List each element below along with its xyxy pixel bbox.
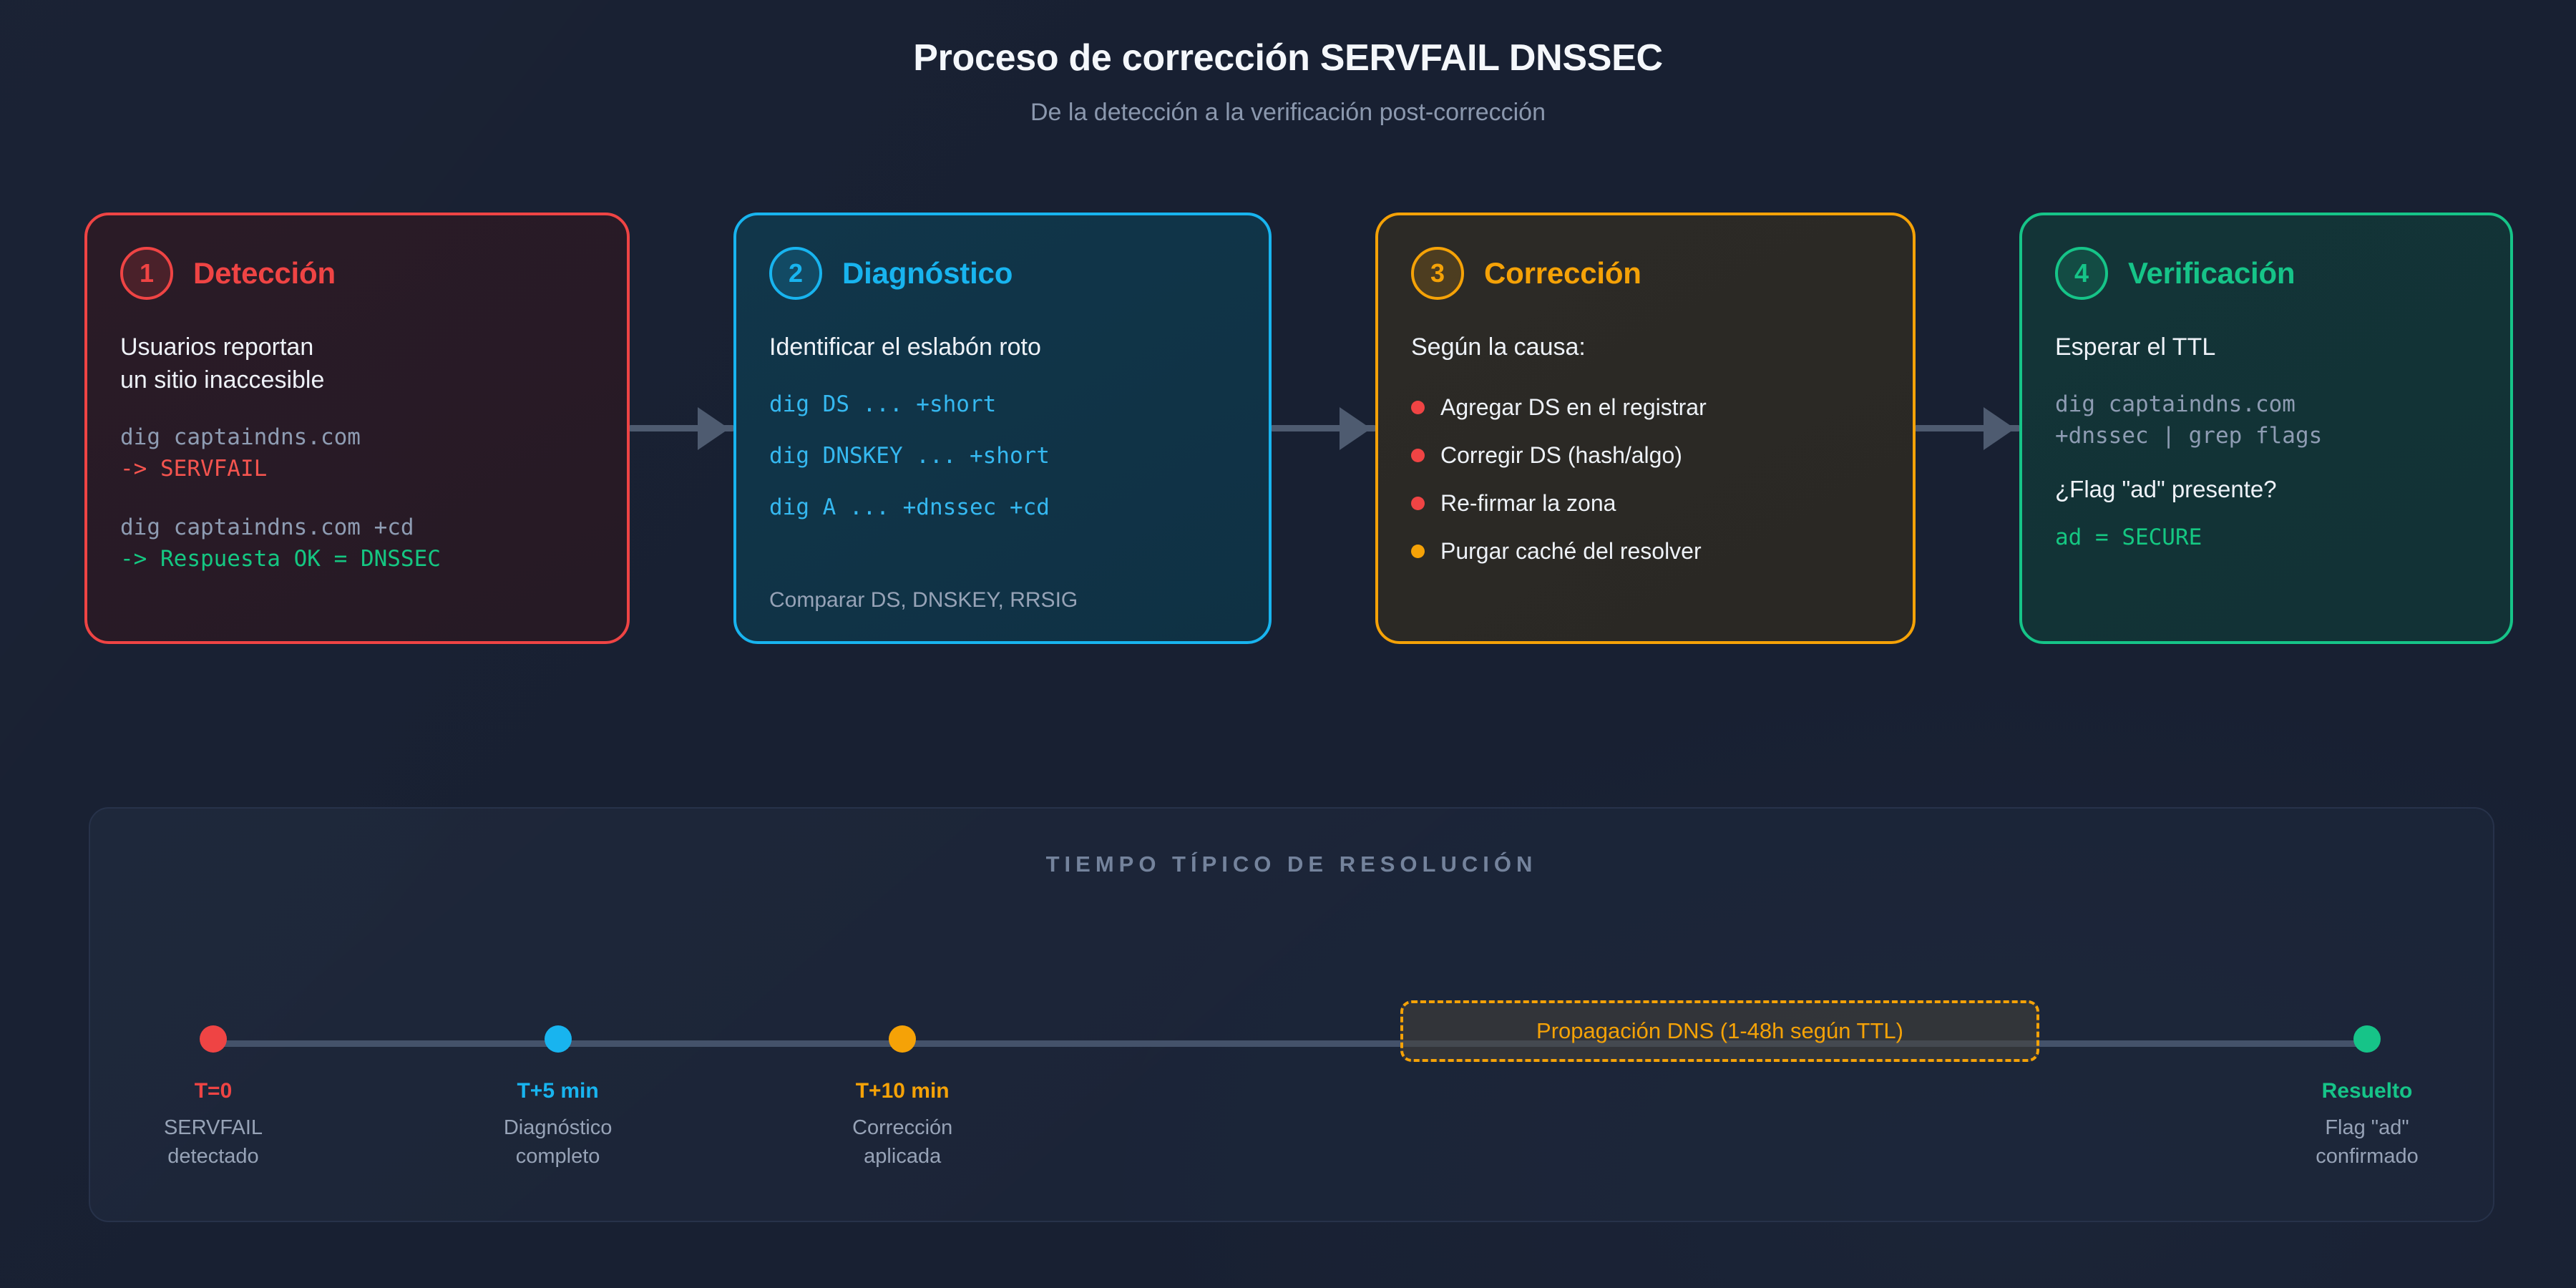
arrow-head-icon bbox=[698, 406, 729, 450]
timeline-node-desc: Diagnóstico completo bbox=[503, 1116, 613, 1169]
timeline-node-label: Resuelto Flag "ad" confirmado bbox=[2238, 1079, 2496, 1171]
step-lead-text: Según la causa: bbox=[1411, 333, 1586, 361]
list-item-label: Re-firmar la zona bbox=[1440, 489, 1616, 516]
step-number-badge: 2 bbox=[769, 247, 822, 300]
remediation-list: Agregar DS en el registrar Corregir DS (… bbox=[1411, 394, 1880, 586]
bullet-dot-icon bbox=[1411, 400, 1425, 414]
step-title: Diagnóstico bbox=[842, 256, 1013, 290]
timeline-track: T=0 SERVFAIL detectado T+5 min Diagnósti… bbox=[164, 1025, 2419, 1168]
arrow-shaft bbox=[1916, 425, 2019, 431]
timeline-node-label: T=0 SERVFAIL detectado bbox=[84, 1079, 342, 1171]
step-title: Detección bbox=[193, 256, 336, 290]
bullet-dot-icon bbox=[1411, 544, 1425, 558]
verification-question: ¿Flag "ad" presente? bbox=[2055, 475, 2277, 502]
process-steps-row: 1 Detección Usuarios reportan un sitio i… bbox=[84, 213, 2513, 644]
step-lead-text: Usuarios reportan un sitio inaccesible bbox=[120, 333, 325, 394]
page-subtitle: De la detección a la verificación post-c… bbox=[1030, 98, 1546, 126]
step-card-header: 4 Verificación bbox=[2055, 247, 2477, 300]
list-item: Purgar caché del resolver bbox=[1411, 538, 1880, 565]
code-line-result: -> Respuesta OK = DNSSEC bbox=[120, 545, 441, 572]
step-title: Corrección bbox=[1484, 256, 1641, 290]
timeline-node-time: T+10 min bbox=[855, 1079, 950, 1103]
timeline-node-desc: Flag "ad" confirmado bbox=[2316, 1116, 2419, 1169]
list-item-label: Corregir DS (hash/algo) bbox=[1440, 441, 1682, 468]
arrow-connector-2-3 bbox=[1272, 406, 1375, 450]
arrow-head-icon bbox=[1340, 406, 1371, 450]
code-line: dig captaindns.com bbox=[120, 424, 361, 450]
code-line: dig captaindns.com +cd bbox=[120, 514, 414, 540]
timeline-node-dot[interactable] bbox=[889, 1025, 917, 1053]
spacer bbox=[769, 420, 1236, 440]
step-lead-text: Identificar el eslabón roto bbox=[769, 333, 1041, 361]
arrow-shaft bbox=[1272, 425, 1375, 431]
step-title: Verificación bbox=[2128, 256, 2296, 290]
step-card-diagnostico[interactable]: 2 Diagnóstico Identificar el eslabón rot… bbox=[733, 213, 1272, 644]
timeline-node-desc: Corrección aplicada bbox=[852, 1116, 953, 1169]
timeline-node-time: T+5 min bbox=[517, 1079, 599, 1103]
propagation-badge: Propagación DNS (1-48h según TTL) bbox=[1400, 1000, 2039, 1062]
step-card-header: 3 Corrección bbox=[1411, 247, 1880, 300]
step-note: Comparar DS, DNSKEY, RRSIG bbox=[769, 588, 1078, 612]
timeline-node-label: T+10 min Corrección aplicada bbox=[774, 1079, 1031, 1171]
page-title: Proceso de corrección SERVFAIL DNSSEC bbox=[913, 37, 1663, 79]
step-card-header: 1 Detección bbox=[120, 247, 594, 300]
step-card-header: 2 Diagnóstico bbox=[769, 247, 1236, 300]
list-item: Re-firmar la zona bbox=[1411, 490, 1880, 517]
timeline-title: TIEMPO TÍPICO DE RESOLUCIÓN bbox=[1045, 852, 1538, 877]
code-line-result: -> SERVFAIL bbox=[120, 455, 268, 482]
step-card-deteccion[interactable]: 1 Detección Usuarios reportan un sitio i… bbox=[84, 213, 630, 644]
arrow-connector-3-4 bbox=[1916, 406, 2019, 450]
timeline-node-label: T+5 min Diagnóstico completo bbox=[429, 1079, 687, 1171]
timeline-node-time: T=0 bbox=[194, 1079, 233, 1103]
step-lead-text: Esperar el TTL bbox=[2055, 333, 2216, 361]
timeline-panel: TIEMPO TÍPICO DE RESOLUCIÓN T=0 SERVFAIL… bbox=[89, 807, 2494, 1222]
timeline-node-dot[interactable] bbox=[2353, 1025, 2381, 1053]
code-line: dig A ... +dnssec +cd bbox=[769, 494, 1050, 520]
list-item: Agregar DS en el registrar bbox=[1411, 394, 1880, 421]
list-item: Corregir DS (hash/algo) bbox=[1411, 442, 1880, 469]
code-line: dig DS ... +short bbox=[769, 391, 997, 417]
step-card-correccion[interactable]: 3 Corrección Según la causa: Agregar DS … bbox=[1375, 213, 1916, 644]
step-number-badge: 3 bbox=[1411, 247, 1464, 300]
timeline-node-dot[interactable] bbox=[200, 1025, 227, 1053]
header: Proceso de corrección SERVFAIL DNSSEC De… bbox=[0, 37, 2576, 127]
timeline-node-dot[interactable] bbox=[544, 1025, 572, 1053]
step-number-badge: 1 bbox=[120, 247, 173, 300]
list-item-label: Agregar DS en el registrar bbox=[1440, 394, 1707, 420]
step-card-verificacion[interactable]: 4 Verificación Esperar el TTL dig captai… bbox=[2019, 213, 2513, 644]
timeline-node-time: Resuelto bbox=[2321, 1079, 2413, 1103]
code-line: dig captaindns.com +dnssec | grep flags bbox=[2055, 391, 2323, 449]
spacer bbox=[120, 484, 594, 512]
step-number-badge: 4 bbox=[2055, 247, 2108, 300]
arrow-shaft bbox=[630, 425, 733, 431]
verification-result: ad = SECURE bbox=[2055, 524, 2202, 550]
bullet-dot-icon bbox=[1411, 448, 1425, 462]
spacer bbox=[769, 472, 1236, 492]
list-item-label: Purgar caché del resolver bbox=[1440, 537, 1702, 564]
code-line: dig DNSKEY ... +short bbox=[769, 442, 1050, 469]
bullet-dot-icon bbox=[1411, 496, 1425, 510]
arrow-connector-1-2 bbox=[630, 406, 733, 450]
timeline-node-desc: SERVFAIL detectado bbox=[163, 1116, 263, 1169]
arrow-head-icon bbox=[1984, 406, 2015, 450]
